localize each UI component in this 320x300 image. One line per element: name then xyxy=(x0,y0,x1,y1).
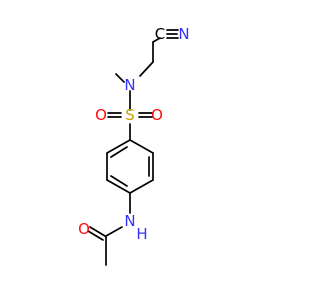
atom-n-sulfonamide: N xyxy=(124,76,135,94)
atom-n-amide: N xyxy=(124,212,135,230)
bond-nitrile-triple xyxy=(166,29,179,39)
bond-nitrile-c-to-ch2 xyxy=(152,37,161,43)
bond-carbonyl-double xyxy=(87,226,106,241)
chemical-structure: N C N S O O N H O xyxy=(78,25,190,266)
benzene-ring xyxy=(106,139,154,194)
bond-ch2-to-n xyxy=(139,61,154,77)
atom-o-sulfonyl-right: O xyxy=(151,106,163,124)
bond-n-methyl xyxy=(115,73,125,83)
bond-s-o-left xyxy=(107,112,122,118)
atom-n-nitrile: N xyxy=(178,25,189,43)
atom-o-carbonyl: O xyxy=(78,220,90,238)
atom-s-sulfonyl: S xyxy=(125,106,135,124)
bond-nh-to-carbonyl-c xyxy=(105,226,123,237)
atom-h-amide: H xyxy=(136,225,147,243)
bond-s-o-right xyxy=(138,112,153,118)
atom-c-nitrile: C xyxy=(155,25,165,43)
atom-o-sulfonyl-left: O xyxy=(95,106,107,124)
